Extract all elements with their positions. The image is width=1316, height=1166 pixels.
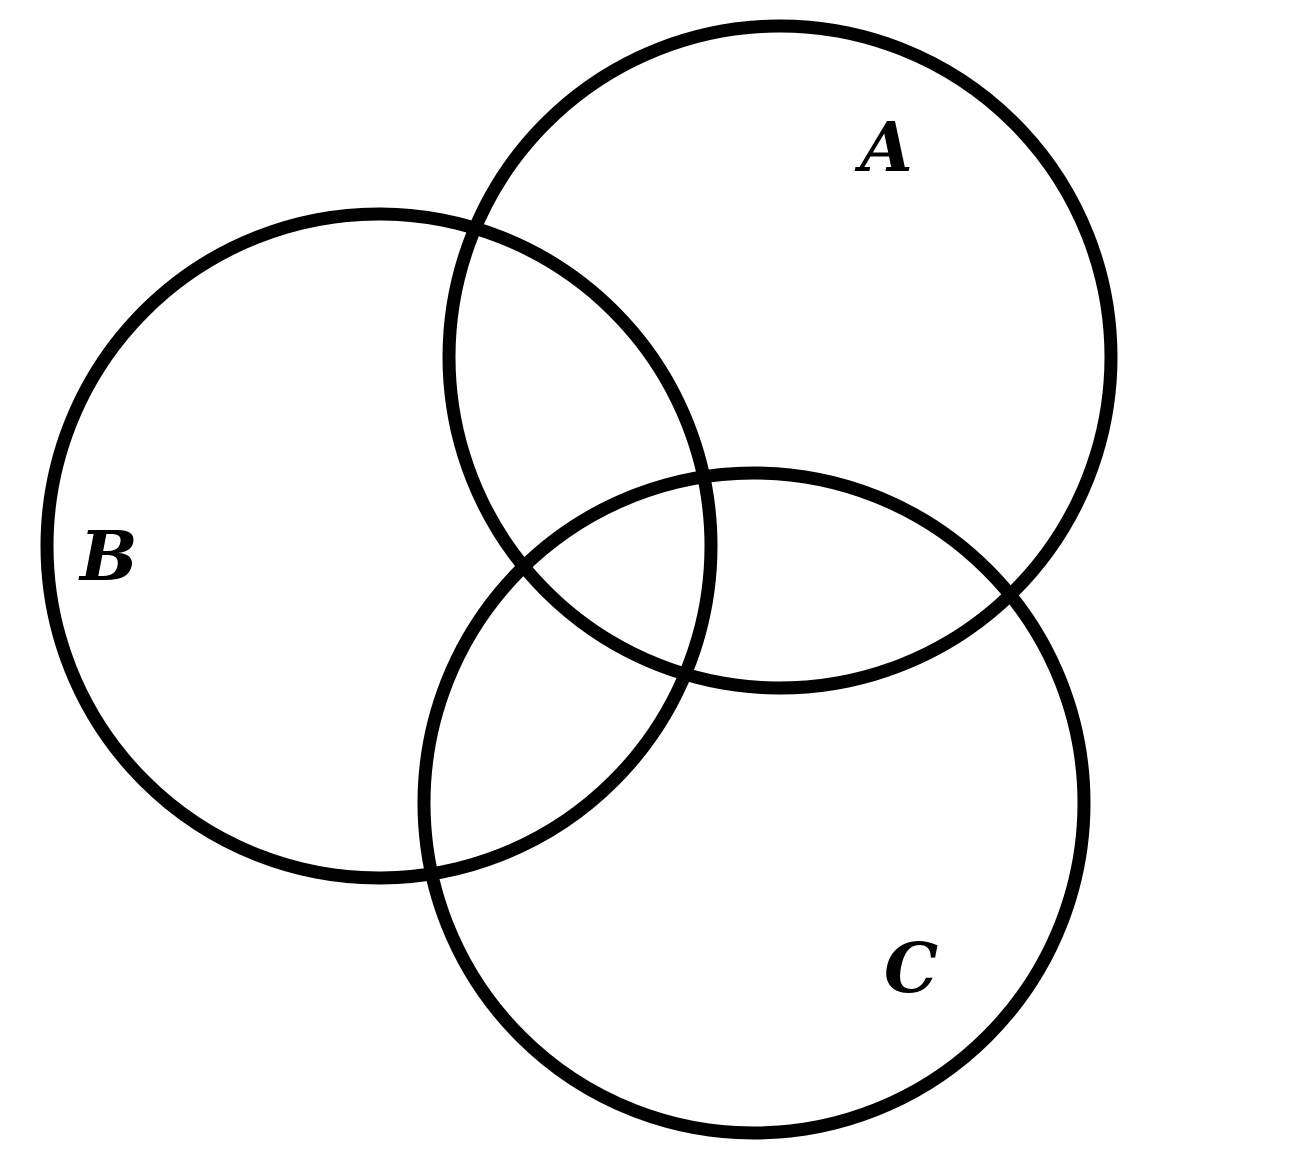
set-c-circle bbox=[417, 466, 1091, 1140]
set-b-circle bbox=[40, 207, 718, 885]
set-b-label: B bbox=[78, 517, 137, 597]
set-c-label: C bbox=[884, 929, 938, 1009]
set-a-circle bbox=[442, 19, 1118, 695]
set-a-label: A bbox=[854, 108, 913, 188]
